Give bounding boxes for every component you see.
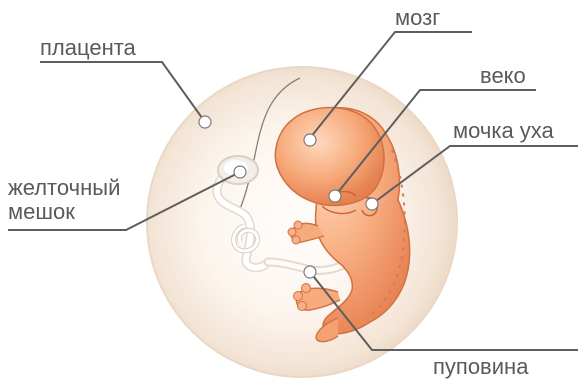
marker-placenta: [199, 116, 211, 128]
label-ear: мочка уха: [453, 119, 554, 143]
label-yolk-sac: желточный мешок: [8, 176, 120, 224]
marker-eyelid: [329, 190, 341, 202]
toe-bud: [298, 302, 307, 311]
toe-bud: [294, 292, 303, 301]
marker-brain: [304, 134, 316, 146]
marker-ear: [366, 198, 378, 210]
label-umbilical-cord: пуповина: [433, 355, 528, 379]
marker-umbilical-cord: [304, 266, 316, 278]
finger-bud: [288, 228, 296, 236]
label-yolk-sac-line2: мешок: [8, 200, 120, 224]
finger-bud: [292, 236, 300, 244]
label-placenta: плацента: [40, 36, 136, 60]
label-eyelid: веко: [480, 64, 526, 88]
finger-bud: [294, 221, 302, 229]
leader-placenta: [40, 62, 205, 122]
marker-yolk-sac: [234, 166, 246, 178]
toe-bud: [302, 284, 311, 293]
label-yolk-sac-line1: желточный: [8, 176, 120, 200]
label-brain: мозг: [395, 6, 440, 30]
